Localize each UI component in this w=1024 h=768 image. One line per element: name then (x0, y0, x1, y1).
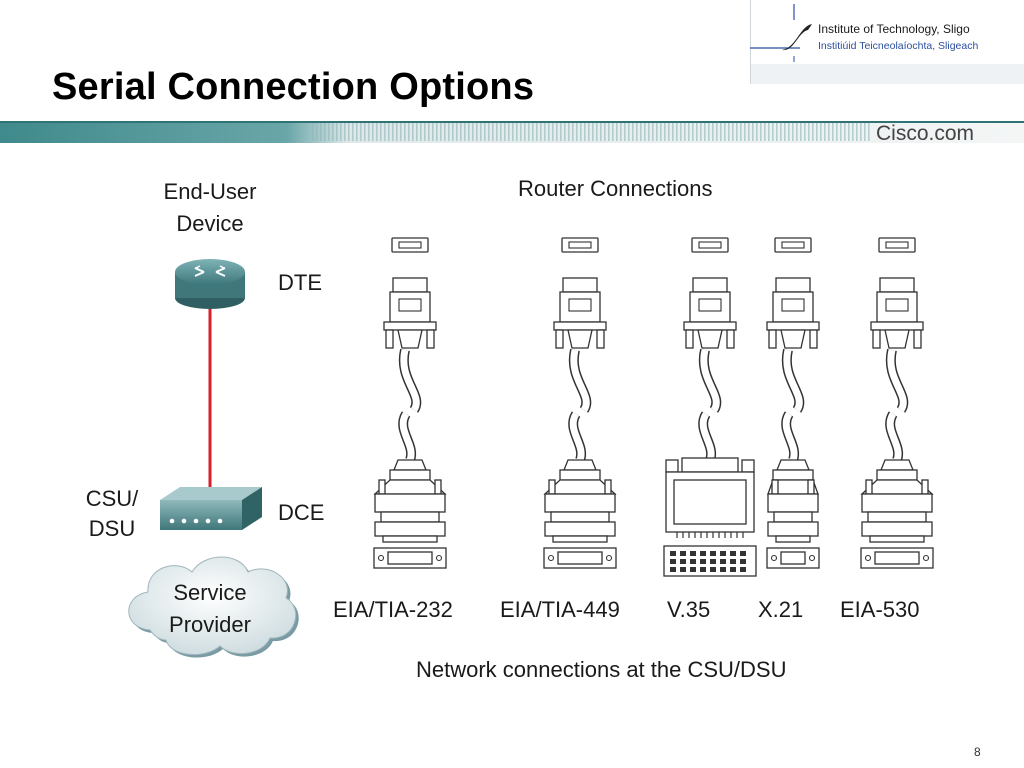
header-band (0, 121, 1024, 143)
service-provider-cloud-icon (128, 556, 299, 658)
connector-label-v-35: V.35 (667, 597, 711, 622)
dce-label: DCE (278, 500, 325, 525)
connector-label-eia-tia-449: EIA/TIA-449 (500, 597, 620, 622)
connector-v-35-icon (663, 237, 757, 577)
page-number: 8 (974, 745, 981, 759)
connector-group (373, 237, 934, 577)
router-connections-label: Router Connections (518, 176, 713, 201)
network-connections-label: Network connections at the CSU/DSU (416, 657, 787, 682)
connector-eia-530-icon (860, 237, 934, 569)
connector-eia-tia-232-icon (373, 237, 447, 569)
router-icon (175, 259, 245, 309)
connector-label-eia-tia-232: EIA/TIA-232 (333, 597, 453, 622)
cisco-brand: Cisco.com (876, 122, 975, 145)
institute-name-irish: Institiúid Teicneolaíochta, Sligeach (818, 40, 979, 52)
institute-logo-icon (750, 0, 1024, 84)
connector-eia-tia-449-icon (543, 237, 617, 569)
connector-label-x-21: X.21 (758, 597, 804, 622)
csu-dsu-label: CSU/DSU (85, 486, 139, 541)
csu-dsu-icon (160, 487, 262, 530)
page-title: Serial Connection Options (52, 66, 535, 108)
connector-x-21-icon (766, 237, 820, 569)
dte-label: DTE (278, 270, 322, 295)
connector-label-eia-530: EIA-530 (840, 597, 920, 622)
institute-logo-panel (750, 0, 1024, 84)
institute-name-english: Institute of Technology, Sligo (818, 22, 970, 36)
